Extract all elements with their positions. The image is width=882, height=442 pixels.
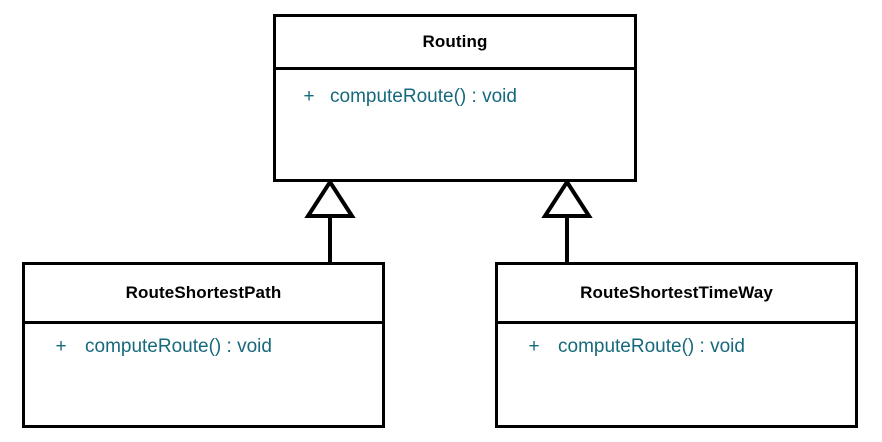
uml-member-signature: computeRoute() : void: [558, 336, 745, 357]
hollow-triangle-arrowhead-right: [541, 178, 593, 218]
uml-member-signature: computeRoute() : void: [85, 336, 272, 357]
uml-class-routing-name: Routing: [422, 32, 488, 51]
uml-member-visibility: +: [303, 86, 315, 107]
uml-member-row: + computeRoute() : void: [276, 86, 634, 108]
uml-class-routing-name-compartment: Routing: [276, 17, 634, 70]
uml-class-routeshortestpath-members-compartment: + computeRoute() : void: [25, 324, 382, 425]
uml-class-routeshortesttimeway-name: RouteShortestTimeWay: [580, 283, 773, 302]
generalization-left[interactable]: [304, 178, 356, 264]
uml-class-routeshortestpath-name: RouteShortestPath: [125, 283, 282, 302]
uml-member-signature: computeRoute() : void: [330, 86, 517, 107]
uml-class-routeshortestpath[interactable]: RouteShortestPath + computeRoute() : voi…: [22, 262, 385, 428]
generalization-right[interactable]: [541, 178, 593, 264]
uml-member-visibility: +: [528, 336, 540, 357]
uml-member-visibility: +: [55, 336, 67, 357]
uml-class-routing-members-compartment: + computeRoute() : void: [276, 70, 634, 179]
uml-member-row: + computeRoute() : void: [498, 336, 855, 358]
uml-class-routeshortesttimeway[interactable]: RouteShortestTimeWay + computeRoute() : …: [495, 262, 858, 428]
uml-class-routeshortesttimeway-members-compartment: + computeRoute() : void: [498, 324, 855, 425]
hollow-triangle-arrowhead-left: [304, 178, 356, 218]
uml-class-routeshortesttimeway-name-compartment: RouteShortestTimeWay: [498, 265, 855, 324]
uml-class-routeshortestpath-name-compartment: RouteShortestPath: [25, 265, 382, 324]
uml-class-routing[interactable]: Routing + computeRoute() : void: [273, 14, 637, 182]
uml-member-row: + computeRoute() : void: [25, 336, 382, 358]
